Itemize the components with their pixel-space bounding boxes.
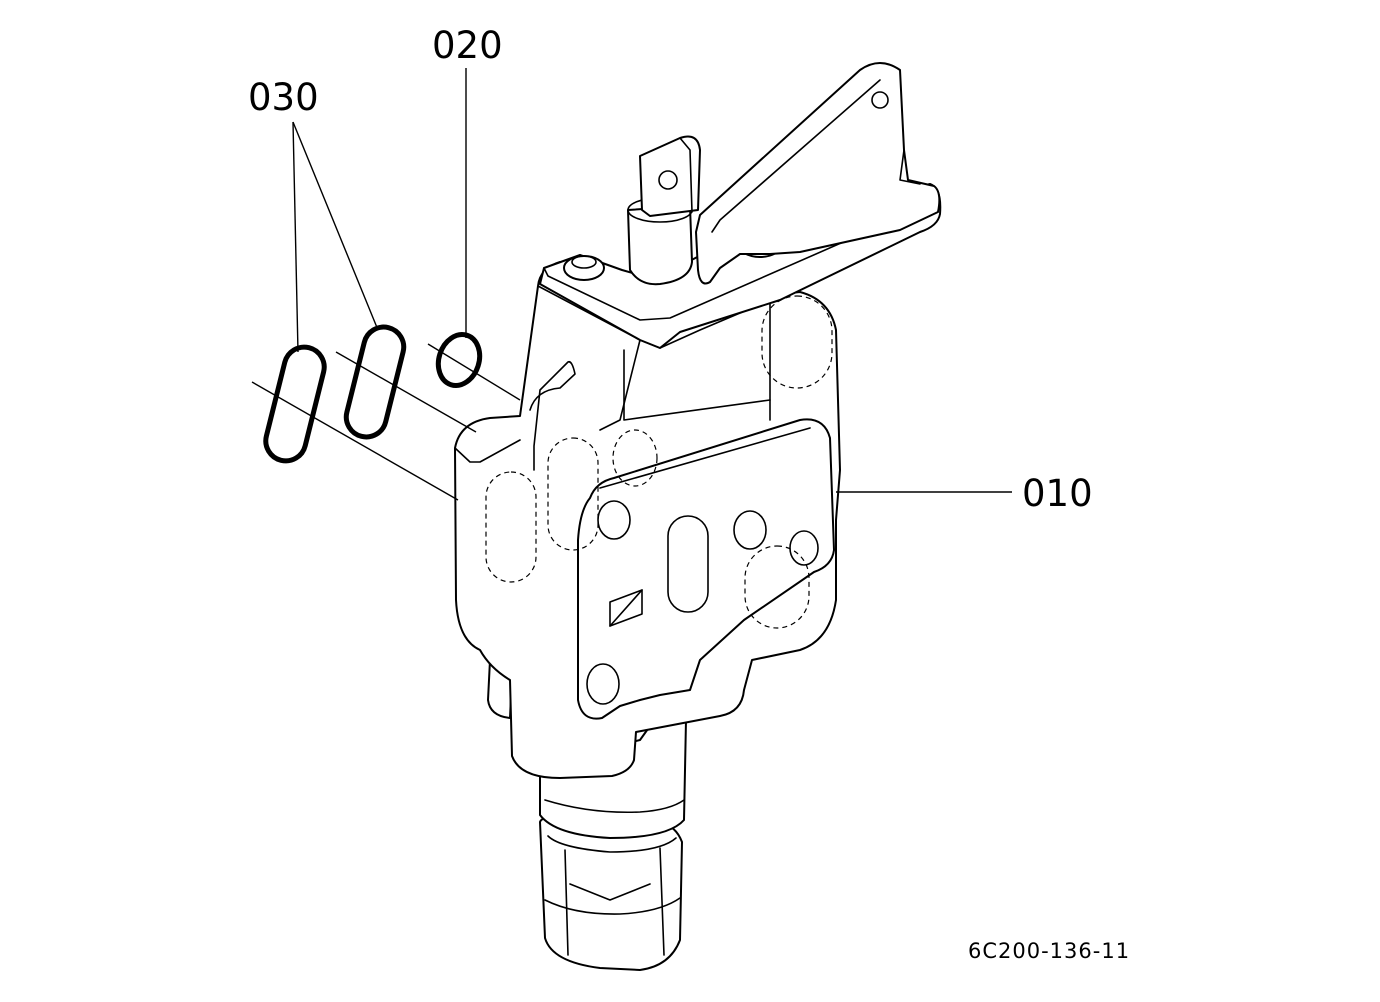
square-port [609, 589, 643, 627]
control-valve-assembly [454, 62, 942, 971]
leader-lines [292, 68, 1012, 493]
clevis-hole [658, 170, 678, 190]
bolt-hole [597, 500, 631, 540]
oring-020 [435, 332, 483, 388]
spool-stem [627, 135, 701, 286]
oring-030-front [343, 324, 407, 440]
bolt-hole [586, 663, 620, 705]
drawing-number: 6C200-136-11 [968, 939, 1130, 963]
callout-010: 010 [1022, 472, 1093, 515]
hidden-ports [485, 295, 833, 629]
hex-fitting [539, 816, 683, 971]
mounting-plate [577, 418, 835, 720]
leader-030-b [292, 121, 379, 331]
pivot-hole [871, 91, 889, 109]
assembly-lines [251, 343, 521, 501]
oring-030-rear [263, 344, 327, 464]
callout-020: 020 [432, 24, 503, 67]
bolt-hole [733, 510, 767, 550]
leader-030-a [292, 121, 299, 353]
port-slot [667, 515, 709, 613]
callout-030: 030 [248, 76, 319, 119]
lever-bracket [695, 62, 941, 285]
bolt-hole [789, 530, 819, 566]
